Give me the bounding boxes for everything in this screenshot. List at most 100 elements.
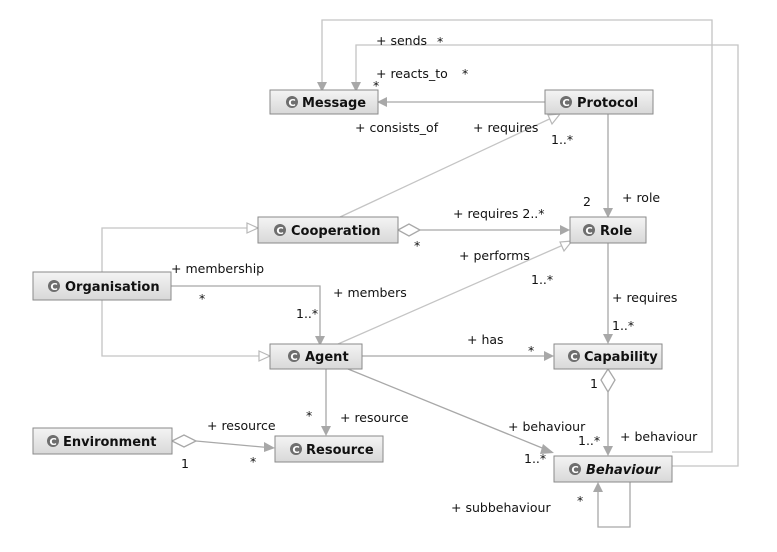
aggregation-diamond-capability <box>600 367 616 394</box>
edge-resource-env <box>195 440 274 449</box>
label-performs: + performs <box>459 248 530 263</box>
arrowhead-behaviour-cap <box>603 446 613 456</box>
aggregation-diamond-cooperation <box>396 223 422 237</box>
class-icon <box>583 224 595 236</box>
mult-capability: 1 <box>590 376 598 391</box>
edge-sends <box>321 19 713 453</box>
label-requires-role: + requires 2..* <box>453 206 545 221</box>
arrowhead-organisation-agent <box>258 350 272 362</box>
aggregation-diamond-environment <box>170 434 198 448</box>
mult-subbehaviour: * <box>577 493 583 508</box>
edge-requires-protocol <box>339 114 559 218</box>
class-message-label: Message <box>302 96 366 111</box>
edge-labels: + sends * + reacts_to * * + consists_of … <box>171 33 698 515</box>
label-members: + members <box>333 285 407 300</box>
class-icon-glyph: C <box>49 437 56 448</box>
class-icon <box>568 350 580 362</box>
class-icon-glyph: C <box>585 226 592 237</box>
mult-membership: * <box>199 291 205 306</box>
class-resource[interactable]: C Resource <box>274 435 384 463</box>
arrowhead-role <box>603 208 613 218</box>
edge-reacts-to <box>355 44 739 467</box>
mult-members: 1..* <box>296 306 318 321</box>
mult-behaviour-cap: 1..* <box>578 433 600 448</box>
edge-organisation-agent <box>101 300 270 357</box>
class-icon-glyph: C <box>290 352 297 363</box>
label-has: + has <box>467 332 504 347</box>
class-agent[interactable]: C Agent <box>269 343 363 370</box>
arrowhead-requires-capability <box>603 334 613 344</box>
class-cooperation[interactable]: C Cooperation <box>257 216 399 244</box>
mult-env: 1 <box>181 456 189 471</box>
class-capability[interactable]: C Capability <box>553 343 663 370</box>
class-icon <box>274 224 286 236</box>
class-icon-glyph: C <box>276 226 283 237</box>
arrowhead-behaviour-agent <box>540 444 554 454</box>
class-behaviour[interactable]: C Behaviour <box>553 455 673 483</box>
arrowhead-reacts-to <box>351 82 361 92</box>
edge-subbehaviour <box>597 480 631 528</box>
label-consists-of: + consists_of <box>355 120 439 135</box>
class-icon <box>290 443 302 455</box>
label-role: + role <box>622 190 660 205</box>
class-resource-label: Resource <box>306 443 374 458</box>
class-icon-glyph: C <box>562 98 569 109</box>
class-icon <box>288 350 300 362</box>
mult-has: * <box>528 343 534 358</box>
arrowhead-requires-role <box>560 225 570 235</box>
mult-requires-capability: 1..* <box>612 318 634 333</box>
label-requires-protocol: + requires <box>473 120 538 135</box>
label-behaviour-cap: + behaviour <box>620 429 698 444</box>
class-icon-glyph: C <box>571 465 578 476</box>
arrowhead-resource-env <box>264 442 275 452</box>
class-environment[interactable]: C Environment <box>32 427 173 455</box>
class-protocol-label: Protocol <box>577 96 638 111</box>
edges <box>101 19 739 528</box>
label-membership: + membership <box>171 261 264 276</box>
label-resource-agent: + resource <box>340 410 409 425</box>
mult-performs: 1..* <box>531 272 553 287</box>
label-sends: + sends <box>376 33 427 48</box>
class-cooperation-label: Cooperation <box>291 224 381 239</box>
class-role[interactable]: C Role <box>569 216 647 244</box>
class-environment-label: Environment <box>63 435 157 450</box>
class-capability-label: Capability <box>584 350 658 365</box>
arrowhead-requires-protocol <box>547 113 562 126</box>
edge-membership <box>171 285 321 344</box>
label-resource-env: + resource <box>207 418 276 433</box>
arrowhead-organisation-cooperation <box>246 222 260 234</box>
class-icon-glyph: C <box>288 98 295 109</box>
mult-cooperation: * <box>414 238 420 253</box>
mult-resource-agent: * <box>306 408 312 423</box>
class-organisation[interactable]: C Organisation <box>32 271 172 301</box>
mult-reacts-to-2: * <box>373 78 379 93</box>
mult-sends: * <box>437 34 443 49</box>
class-icon <box>560 96 572 108</box>
arrowhead-has <box>544 351 554 361</box>
class-icon <box>47 435 59 447</box>
class-icon <box>286 96 298 108</box>
mult-reacts-to: * <box>462 66 468 81</box>
mult-role: 2 <box>583 194 591 209</box>
mult-behaviour-agent: 1..* <box>524 451 546 466</box>
class-icon-glyph: C <box>50 282 57 293</box>
arrowhead-resource-agent <box>321 426 331 436</box>
arrowhead-consists-of <box>377 97 387 107</box>
label-reacts-to: + reacts_to <box>376 66 448 81</box>
class-message[interactable]: C Message <box>269 89 379 115</box>
class-protocol[interactable]: C Protocol <box>544 89 654 115</box>
label-behaviour-agent: + behaviour <box>508 419 586 434</box>
class-icon <box>569 463 581 475</box>
class-icon <box>48 280 60 292</box>
mult-protocol: 1..* <box>551 132 573 147</box>
label-requires-capability: + requires <box>612 290 677 305</box>
arrowhead-subbehaviour <box>593 482 603 492</box>
arrowhead-membership <box>315 336 325 346</box>
edge-behaviour-agent <box>347 368 553 453</box>
arrowhead-sends <box>317 82 327 92</box>
class-organisation-label: Organisation <box>65 280 160 295</box>
class-agent-label: Agent <box>305 350 349 365</box>
mult-resource-env: * <box>250 454 256 469</box>
edge-organisation-cooperation <box>101 227 258 272</box>
